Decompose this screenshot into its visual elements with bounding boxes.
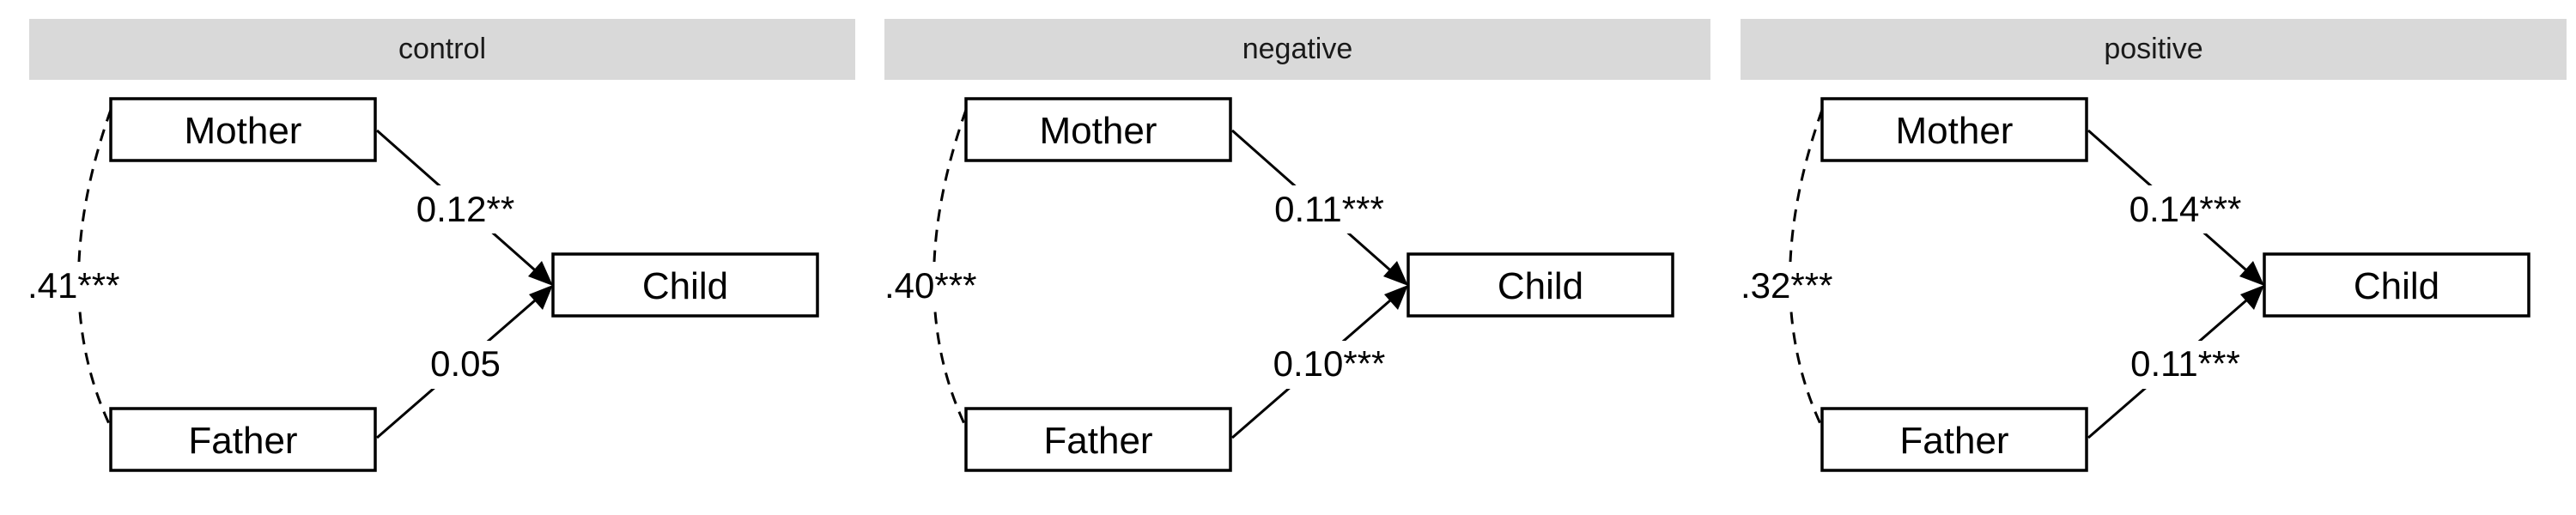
mother-child-label-bg bbox=[2101, 185, 2269, 233]
mother-node bbox=[964, 97, 1232, 162]
mother-child-label-bg bbox=[397, 185, 548, 233]
panel-title: negative bbox=[884, 19, 1710, 80]
father-node bbox=[109, 407, 377, 472]
child-node bbox=[1406, 252, 1674, 318]
father-to-child-arrowhead bbox=[2240, 285, 2264, 310]
panel-negative: negative Mother Father Child 0.11*** 0.1… bbox=[884, 0, 1710, 515]
mother-child-coefficient: 0.12** bbox=[416, 189, 514, 229]
mother-father-correlation-label: .32*** bbox=[1741, 265, 1832, 306]
mother-father-correlation-label: .41*** bbox=[29, 265, 119, 306]
child-node-label: Child bbox=[1498, 265, 1583, 307]
father-child-coefficient: 0.10*** bbox=[1273, 343, 1386, 384]
father-to-child-arrowhead bbox=[529, 285, 553, 310]
mother-node bbox=[109, 97, 377, 162]
child-node bbox=[551, 252, 819, 318]
mother-father-label-bg bbox=[1741, 262, 1847, 310]
mother-father-correlation-label: .40*** bbox=[884, 265, 976, 306]
mother-node-label: Mother bbox=[1040, 110, 1157, 152]
mother-father-label-bg bbox=[884, 262, 991, 310]
child-node-label: Child bbox=[2354, 265, 2439, 307]
mother-to-child-arrowhead bbox=[528, 261, 553, 286]
mother-child-coefficient: 0.11*** bbox=[1274, 189, 1384, 229]
mother-node-label: Mother bbox=[185, 110, 302, 152]
father-node bbox=[1820, 407, 2088, 472]
child-node-label: Child bbox=[642, 265, 728, 307]
mother-to-child-arrowhead bbox=[1383, 261, 1408, 286]
path-diagram: Mother Father Child 0.12** 0.05 .41*** bbox=[29, 97, 819, 472]
father-child-label-bg bbox=[2101, 341, 2269, 389]
father-child-label-bg bbox=[397, 341, 548, 389]
father-node-label: Father bbox=[188, 420, 297, 462]
father-child-label-bg bbox=[1245, 341, 1413, 389]
father-node-label: Father bbox=[1899, 420, 2008, 462]
father-child-coefficient: 0.05 bbox=[430, 343, 501, 384]
panel-title: control bbox=[29, 19, 855, 80]
path-diagram: Mother Father Child 0.11*** 0.10*** .40*… bbox=[884, 97, 1674, 472]
mother-node-label: Mother bbox=[1896, 110, 2014, 152]
mother-child-label-bg bbox=[1245, 185, 1413, 233]
father-to-child-arrowhead bbox=[1384, 285, 1408, 310]
child-node bbox=[2263, 252, 2530, 318]
panel-title: positive bbox=[1741, 19, 2567, 80]
father-node bbox=[964, 407, 1232, 472]
panel-control: control Mother Father Child 0.12** 0.05 … bbox=[29, 0, 855, 515]
mother-father-label-bg bbox=[29, 262, 136, 310]
path-diagram: Mother Father Child 0.14*** 0.11*** .32*… bbox=[1741, 97, 2530, 472]
father-child-coefficient: 0.11*** bbox=[2130, 343, 2240, 384]
panel-positive: positive Mother Father Child 0.14*** 0.1… bbox=[1741, 0, 2567, 515]
mother-to-child-arrowhead bbox=[2239, 261, 2264, 286]
father-node-label: Father bbox=[1043, 420, 1152, 462]
mother-node bbox=[1820, 97, 2088, 162]
mother-child-coefficient: 0.14*** bbox=[2129, 189, 2242, 229]
